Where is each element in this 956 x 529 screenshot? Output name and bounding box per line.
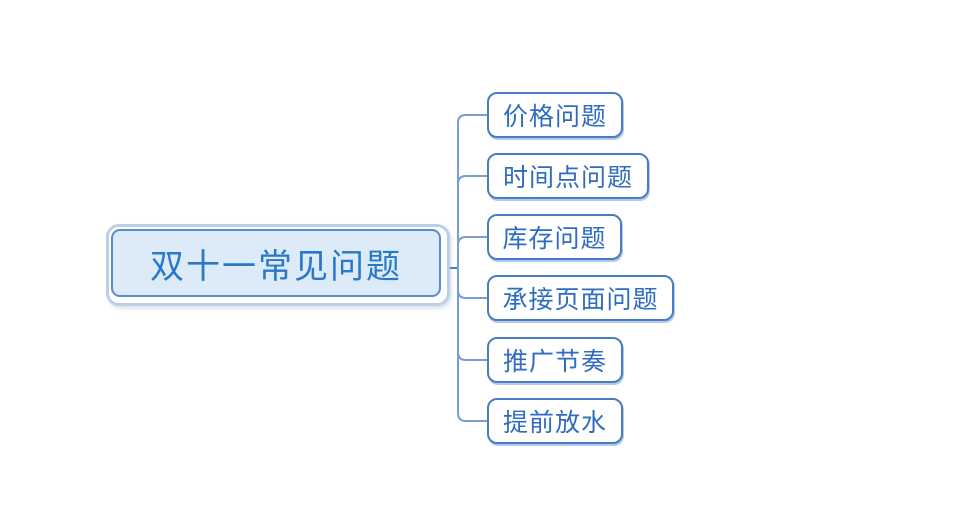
- trunk-connector-line: [457, 114, 487, 422]
- branch-label: 价格问题: [502, 102, 607, 131]
- branch-node-landing-page[interactable]: 承接页面问题: [487, 275, 674, 321]
- branch-label: 时间点问题: [502, 163, 633, 192]
- branch-node-timing[interactable]: 时间点问题: [487, 153, 649, 199]
- branch-3-connector-line: [457, 236, 487, 246]
- branch-4-connector-line: [457, 289, 487, 299]
- branch-node-early-release[interactable]: 提前放水: [487, 398, 623, 444]
- branch-2-connector-line: [457, 175, 487, 185]
- branch-5-connector-line: [457, 351, 487, 361]
- branch-label: 提前放水: [502, 408, 607, 437]
- branch-label: 推广节奏: [502, 347, 607, 376]
- root-topic-label: 双十一常见问题: [150, 246, 402, 287]
- branch-label: 承接页面问题: [502, 285, 659, 314]
- branch-node-promotion-rhythm[interactable]: 推广节奏: [487, 337, 623, 383]
- branch-node-price[interactable]: 价格问题: [487, 92, 623, 138]
- branch-node-inventory[interactable]: 库存问题: [487, 214, 622, 260]
- root-topic-node[interactable]: 双十一常见问题: [111, 229, 441, 297]
- branch-label: 库存问题: [502, 224, 607, 253]
- root-node-selection-halo: 双十一常见问题: [106, 224, 450, 306]
